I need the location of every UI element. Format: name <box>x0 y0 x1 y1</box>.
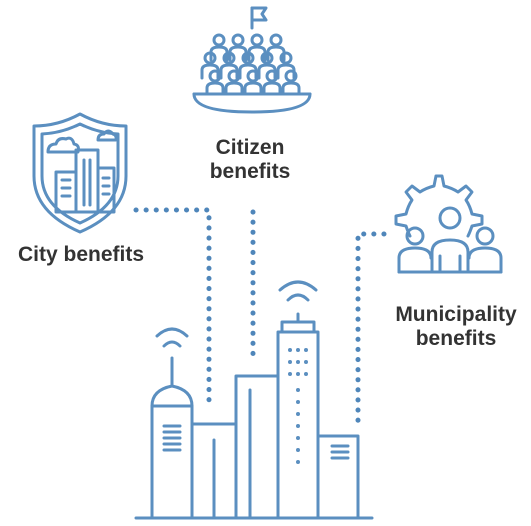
citizen-label-line1: Citizen <box>215 136 285 159</box>
city-benefits-label: City benefits <box>6 243 156 267</box>
municipality-label-line1: Municipality <box>395 303 517 326</box>
city-label-text: City benefits <box>17 243 145 266</box>
tower-window-dots <box>288 348 308 464</box>
citizen-benefits-label: Citizen benefits <box>180 136 320 184</box>
municipality-label-line2: benefits <box>415 327 497 350</box>
citizen-label-line2: benefits <box>209 160 291 183</box>
city-skyline-with-antennas-icon <box>134 280 374 520</box>
crowd-with-flag-icon <box>192 6 312 114</box>
connector-city <box>133 207 212 411</box>
municipality-benefits-label: Municipality benefits <box>385 303 527 351</box>
gear-with-people-icon <box>394 174 503 274</box>
city-shield-icon <box>32 112 128 234</box>
connector-municipality <box>355 231 387 427</box>
